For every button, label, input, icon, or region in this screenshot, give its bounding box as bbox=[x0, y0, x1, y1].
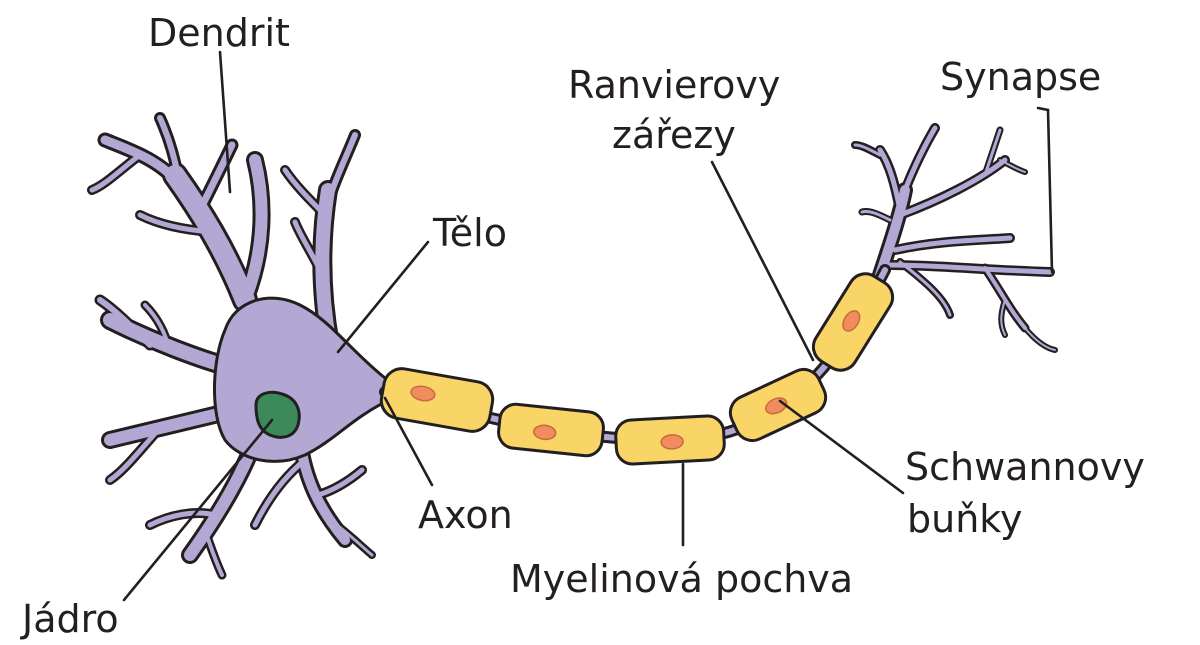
labels: Dendrit Tělo Jádro Axon Ranvierovy zářez… bbox=[20, 11, 1145, 641]
label-schwann-line2: buňky bbox=[907, 497, 1022, 541]
leader-line-schwann bbox=[778, 399, 905, 495]
leader-line-dendrite bbox=[218, 50, 232, 194]
schwann-cell bbox=[811, 272, 895, 372]
label-synapse: Synapse bbox=[940, 55, 1101, 99]
label-dendrite: Dendrit bbox=[148, 11, 290, 55]
leader-line-nucleus bbox=[122, 418, 274, 602]
leader-line-axon bbox=[383, 396, 434, 487]
schwann-cell-nucleus bbox=[660, 434, 684, 450]
label-ranvier-line2: zářezy bbox=[612, 113, 736, 157]
myelin-sheath bbox=[379, 272, 895, 466]
schwann-cell bbox=[497, 402, 605, 458]
cell-body bbox=[213, 296, 394, 463]
leader-lines bbox=[122, 50, 1054, 602]
leader-line-synapse bbox=[1036, 106, 1054, 274]
schwann-cell bbox=[728, 367, 828, 443]
schwann-cell-nucleus bbox=[410, 385, 436, 402]
label-soma: Tělo bbox=[432, 211, 507, 255]
label-nucleus: Jádro bbox=[20, 597, 119, 641]
schwann-cell bbox=[379, 367, 495, 433]
label-schwann-line1: Schwannovy bbox=[905, 445, 1145, 489]
leader-line-ranvier bbox=[710, 160, 815, 362]
label-ranvier-line1: Ranvierovy bbox=[568, 63, 780, 107]
schwann-cell-nucleus bbox=[533, 424, 557, 441]
schwann-cell-nucleus bbox=[842, 310, 861, 332]
leader-line-soma bbox=[336, 240, 430, 354]
label-myelin: Myelinová pochva bbox=[510, 557, 853, 601]
label-axon: Axon bbox=[418, 493, 513, 537]
schwann-cell bbox=[614, 414, 726, 466]
